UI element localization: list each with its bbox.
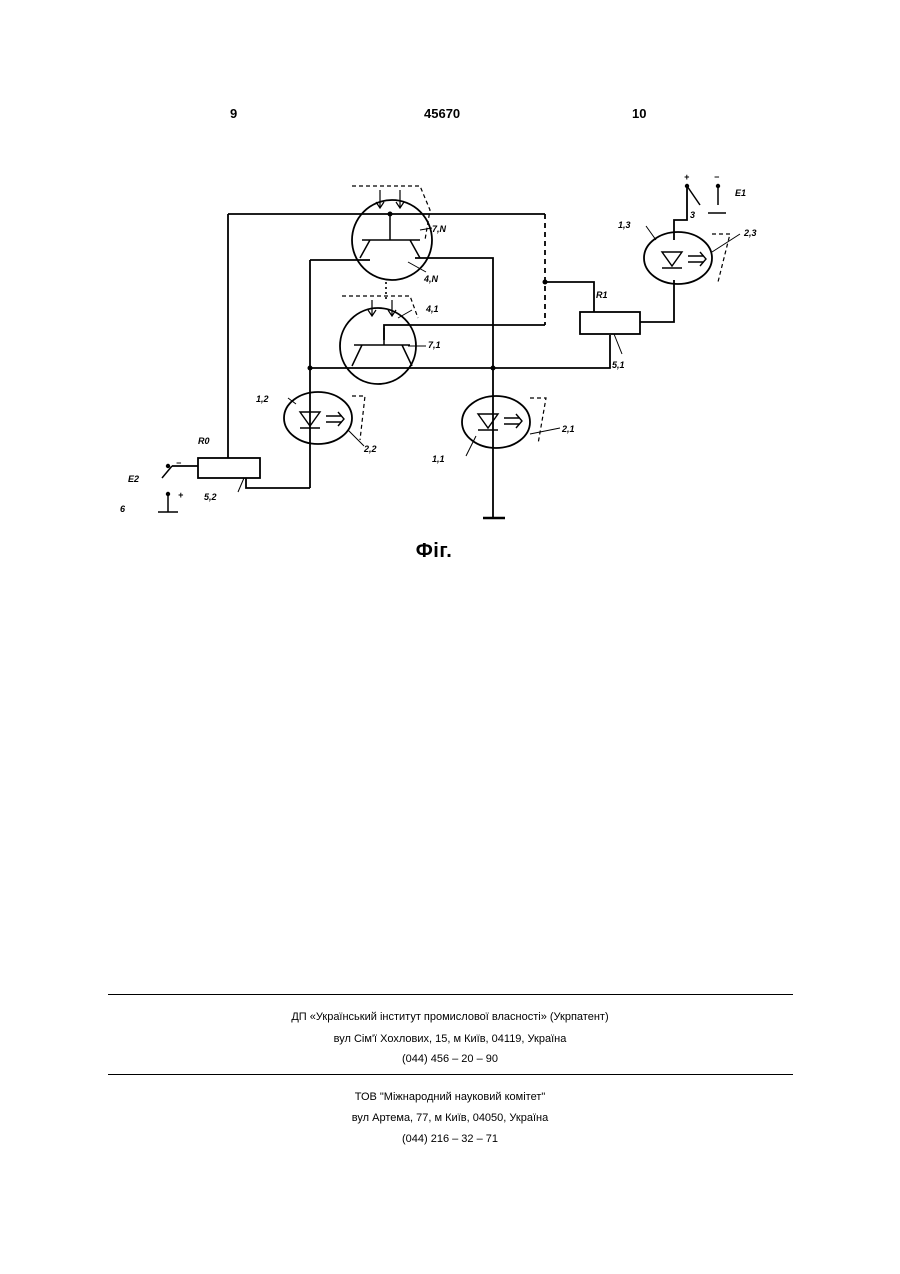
- wire-base-41: [384, 325, 545, 340]
- label-e2: E2: [128, 474, 139, 484]
- figure-caption: Фіг.: [0, 540, 868, 563]
- label-23: 2,3: [743, 228, 757, 238]
- footer-divider-middle: [108, 1074, 793, 1075]
- label-12: 1,2: [256, 394, 269, 404]
- label-7n: 7,N: [432, 224, 447, 234]
- org2-address: вул Артема, 77, м Київ, 04050, Україна: [0, 1112, 900, 1124]
- org2-phone: (044) 216 – 32 – 71: [0, 1133, 900, 1145]
- label-r0: R0: [198, 436, 210, 446]
- label-22: 2,2: [363, 444, 377, 454]
- wire-to-r1-wiper: [310, 335, 610, 368]
- label-41: 4,1: [425, 304, 439, 314]
- label-13: 1,3: [618, 220, 631, 230]
- footer-divider-top: [108, 994, 793, 995]
- label-11: 1,1: [432, 454, 445, 464]
- label-switch-3: 3: [690, 210, 695, 220]
- transistor-71: [340, 308, 416, 384]
- wire-to-r1: [545, 282, 594, 312]
- label-51: 5,1: [612, 360, 625, 370]
- resistor-r0: [198, 458, 260, 478]
- wire-to-r0-wiper: [246, 478, 310, 488]
- label-plus-top: +: [684, 172, 690, 182]
- circuit-diagram: E1 + − 3 1,3 2,3 R1 5,1 7,N 4,N 4,1 7,1 …: [0, 0, 900, 600]
- org2-name: ТОВ "Міжнародний науковий комітет": [0, 1091, 900, 1103]
- optocoupler-11: [462, 396, 530, 448]
- org1-name: ДП «Український інститут промислової вла…: [0, 1011, 900, 1023]
- label-71: 7,1: [428, 340, 441, 350]
- org1-phone: (044) 456 – 20 – 90: [0, 1053, 900, 1065]
- label-minus-top: −: [714, 172, 720, 182]
- wire-right-vertical: [415, 258, 493, 518]
- label-4n: 4,N: [423, 274, 439, 284]
- optocoupler-12: [284, 392, 352, 444]
- label-r1: R1: [596, 290, 608, 300]
- resistor-r1: [580, 312, 640, 334]
- label-21: 2,1: [561, 424, 575, 434]
- label-e1: E1: [735, 188, 746, 198]
- label-plus-left: +: [178, 490, 184, 500]
- label-52: 5,2: [204, 492, 217, 502]
- label-minus-left: −: [176, 458, 182, 468]
- org1-address: вул Сім'ї Хохлових, 15, м Київ, 04119, У…: [0, 1033, 900, 1045]
- wire-r1-to-13: [640, 280, 674, 322]
- label-switch-6: 6: [120, 504, 126, 514]
